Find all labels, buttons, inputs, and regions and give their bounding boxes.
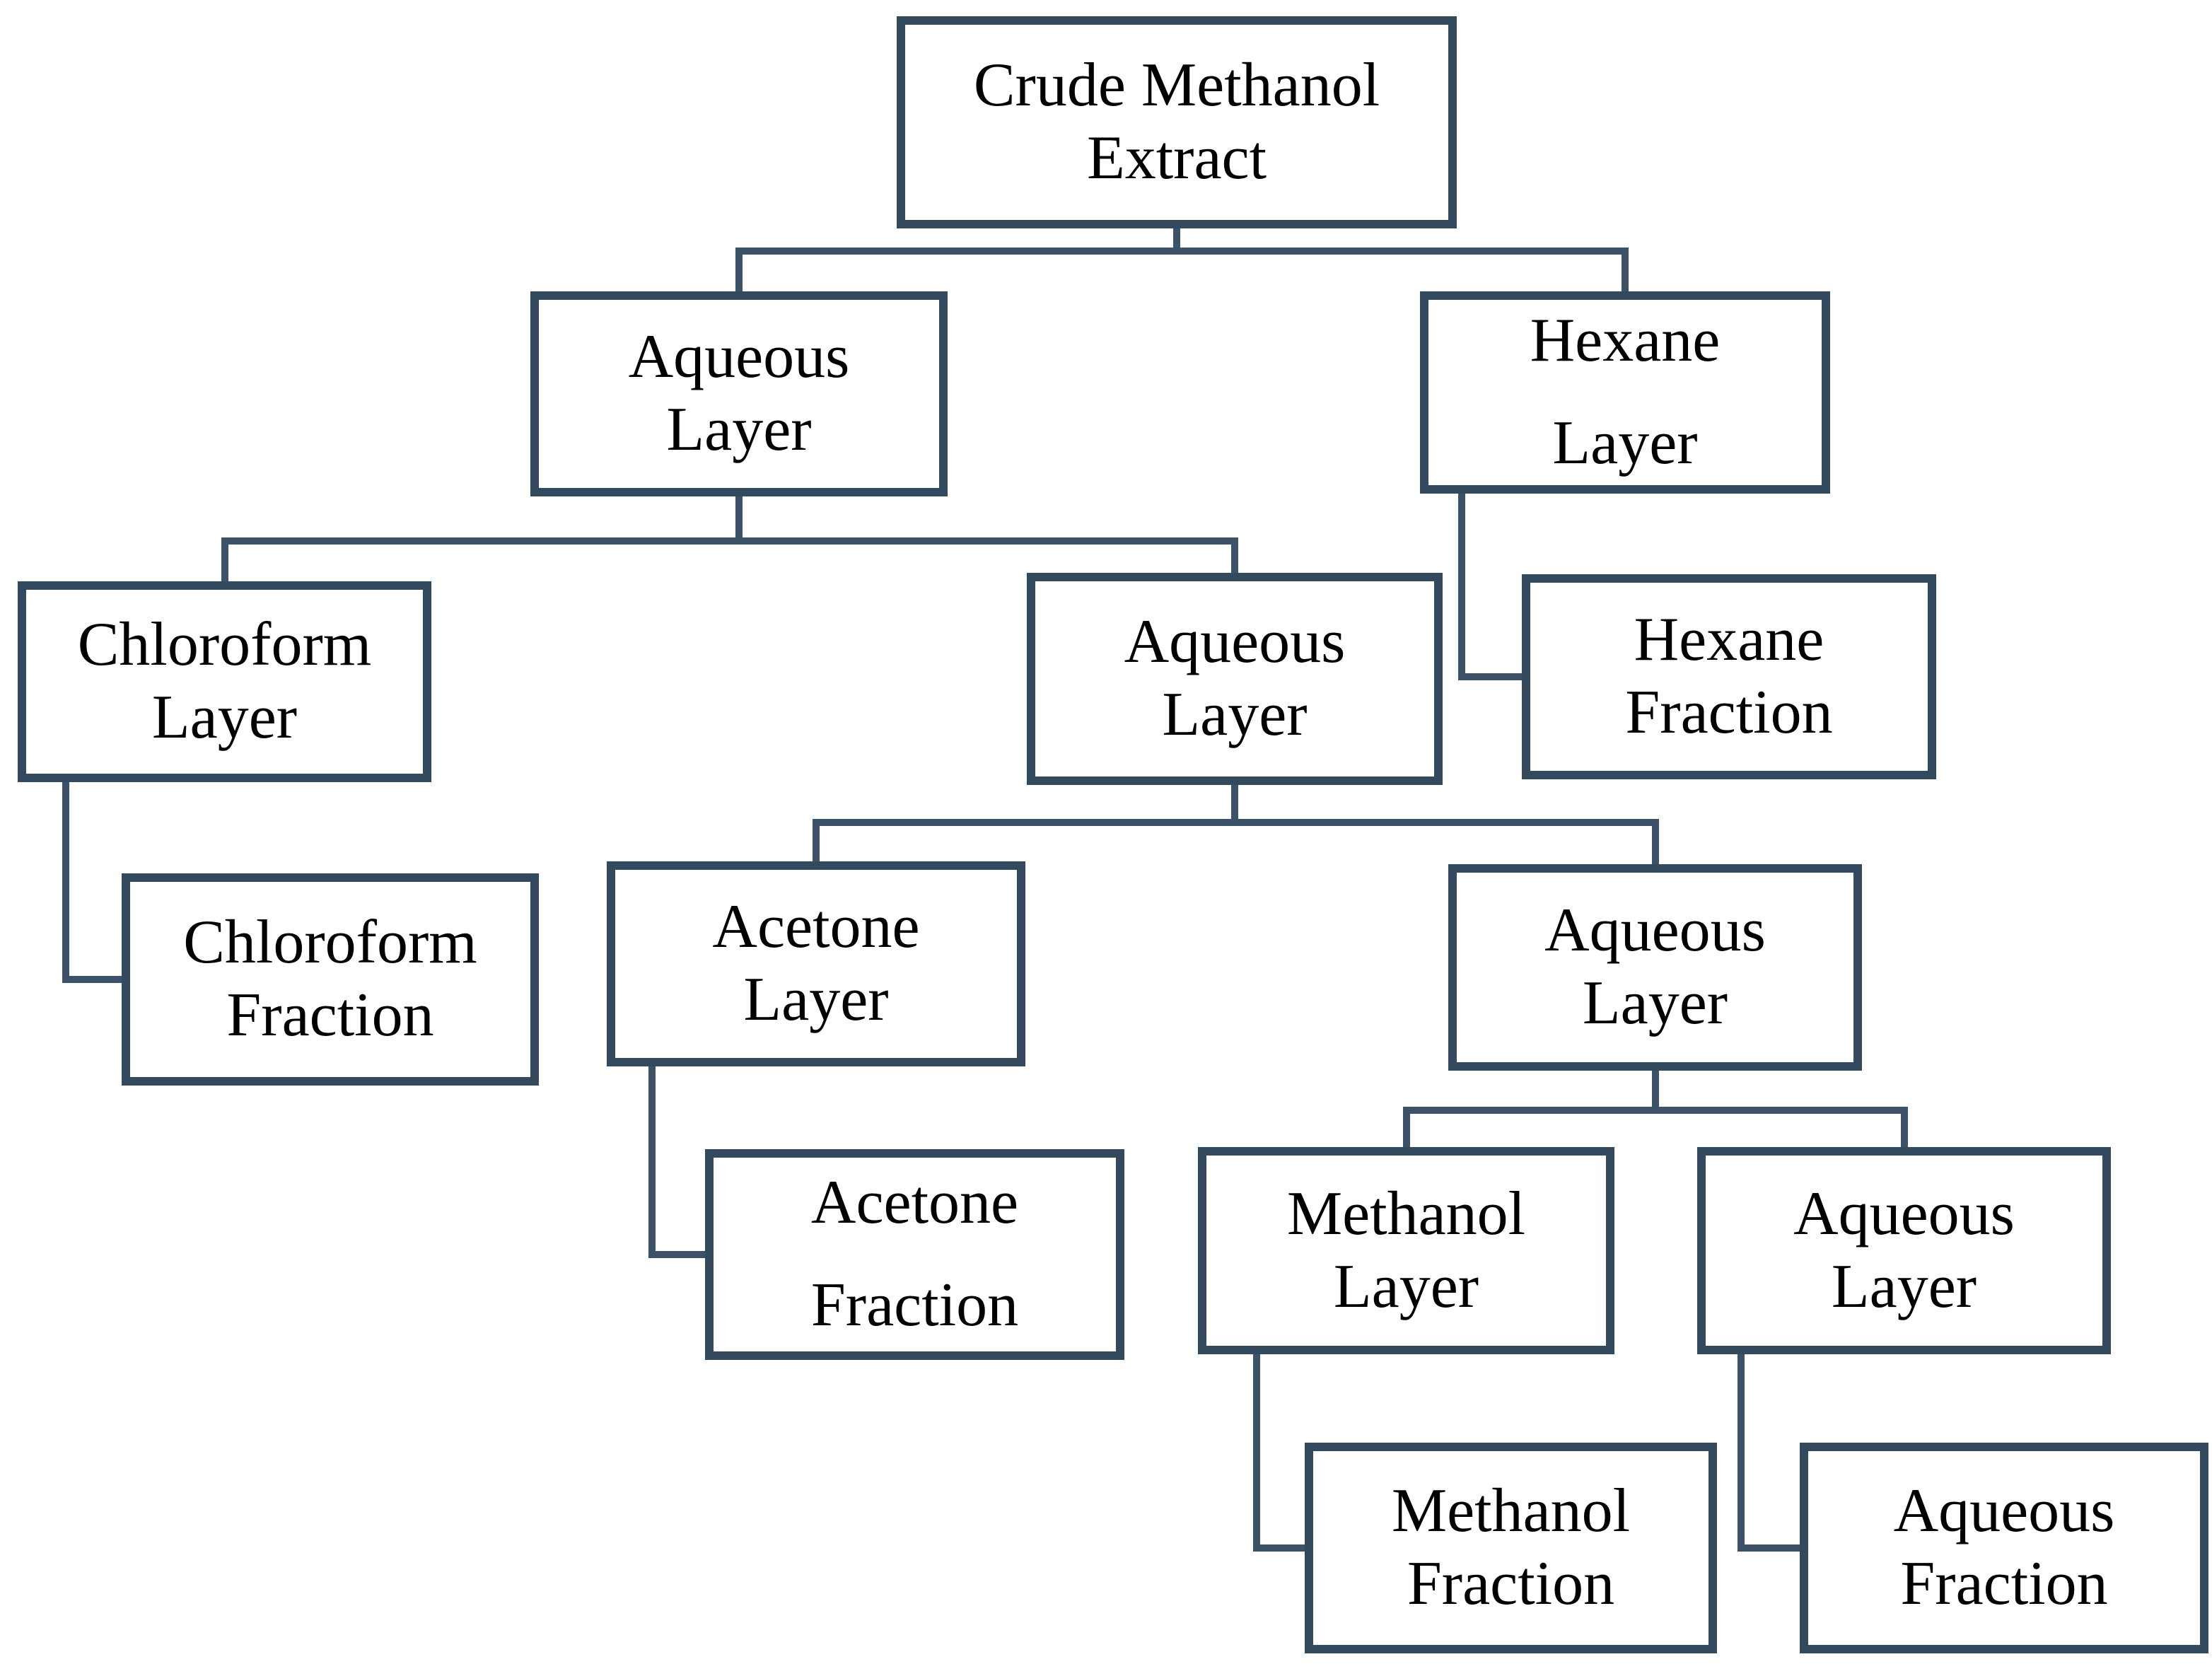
node-label-line: Methanol (1286, 1179, 1526, 1248)
connector-stub-child (735, 254, 743, 293)
node-label-line: Acetone (810, 1168, 1019, 1238)
connector-elbow-horizontal (1737, 1544, 1801, 1552)
node-label-line: Aqueous (628, 322, 850, 392)
connector-rail (1402, 1107, 1908, 1114)
node-label-line: Aqueous (1124, 607, 1346, 677)
node-label-line: Layer (1831, 1252, 1977, 1321)
node-label-line: Fraction (810, 1271, 1019, 1339)
node-label-line: Fraction (226, 981, 434, 1049)
connector-rail (221, 537, 1238, 545)
connector-stub-child (1900, 1113, 1908, 1148)
connector-stub-child (1231, 544, 1238, 574)
connector-elbow-vertical (62, 781, 69, 983)
node-label-line: Hexane (1634, 605, 1824, 675)
node-label-line: Fraction (1625, 678, 1833, 747)
node-label-line: Aqueous (1544, 896, 1766, 965)
connector-elbow-horizontal (1253, 1544, 1306, 1552)
node-label-line: Layer (1582, 969, 1728, 1037)
connector-elbow-horizontal (1458, 673, 1523, 680)
connector-elbow-vertical (1253, 1353, 1260, 1552)
connector-elbow-vertical (1458, 492, 1465, 680)
connector-stub-parent (735, 495, 743, 545)
connector-stub-child (813, 825, 820, 863)
node-label-line: Hexane (1530, 306, 1721, 376)
connector-stub-child (1651, 825, 1659, 866)
connector-stub-child (1402, 1113, 1410, 1148)
node-label-line: Layer (743, 965, 889, 1034)
node-label-line: Crude Methanol (973, 51, 1380, 120)
node-label-line: Layer (1333, 1252, 1479, 1321)
connector-elbow-horizontal (62, 976, 123, 983)
node-label-line: Extract (1086, 124, 1267, 192)
node-label-line: Chloroform (77, 610, 372, 680)
node-label-line: Methanol (1391, 1477, 1631, 1546)
connector-stub-parent (1231, 784, 1238, 826)
connector-stub-parent (1173, 227, 1180, 255)
node-label-line: Layer (151, 683, 298, 752)
connector-stub-child (221, 544, 228, 583)
connector-elbow-vertical (648, 1065, 656, 1258)
node-label-line: Fraction (1407, 1549, 1615, 1618)
node-label-line: Fraction (1900, 1549, 2108, 1618)
node-label-line: Chloroform (183, 908, 477, 977)
node-label-line: Layer (1162, 680, 1308, 749)
node-label-line: Acetone (712, 892, 920, 962)
node-label-line: Aqueous (1793, 1179, 2015, 1248)
node-label-line: Aqueous (1893, 1477, 2115, 1546)
connector-rail (735, 248, 1629, 255)
node-label-line: Layer (1552, 409, 1698, 477)
node-label-line: Layer (666, 395, 812, 464)
connector-stub-child (1622, 254, 1629, 293)
connector-stub-parent (1651, 1069, 1659, 1114)
connector-elbow-horizontal (648, 1251, 706, 1258)
connector-elbow-vertical (1737, 1353, 1745, 1552)
connector-rail (813, 819, 1659, 826)
